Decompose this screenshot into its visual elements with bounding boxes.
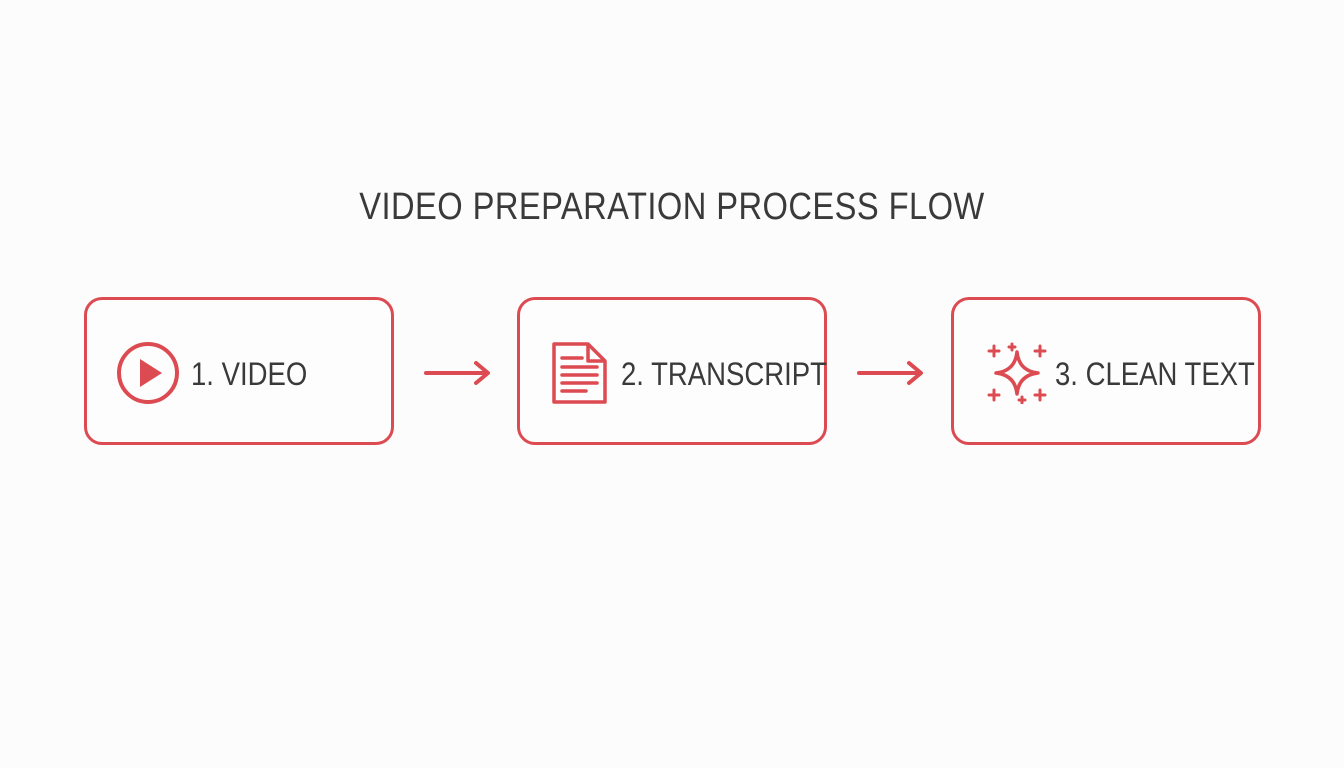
arrow-right-icon bbox=[424, 361, 490, 385]
step-transcript: 2. TRANSCRIPT bbox=[517, 297, 827, 445]
step-label: 3. CLEAN TEXT bbox=[1055, 356, 1255, 392]
play-icon bbox=[117, 342, 179, 404]
document-icon bbox=[552, 342, 607, 404]
step-label: 1. VIDEO bbox=[191, 356, 308, 392]
step-label: 2. TRANSCRIPT bbox=[621, 356, 827, 392]
sparkle-icon bbox=[987, 342, 1047, 404]
step-clean-text: 3. CLEAN TEXT bbox=[951, 297, 1261, 445]
step-video: 1. VIDEO bbox=[84, 297, 394, 445]
arrow-right-icon bbox=[857, 361, 923, 385]
diagram-title: VIDEO PREPARATION PROCESS FLOW bbox=[359, 186, 985, 228]
